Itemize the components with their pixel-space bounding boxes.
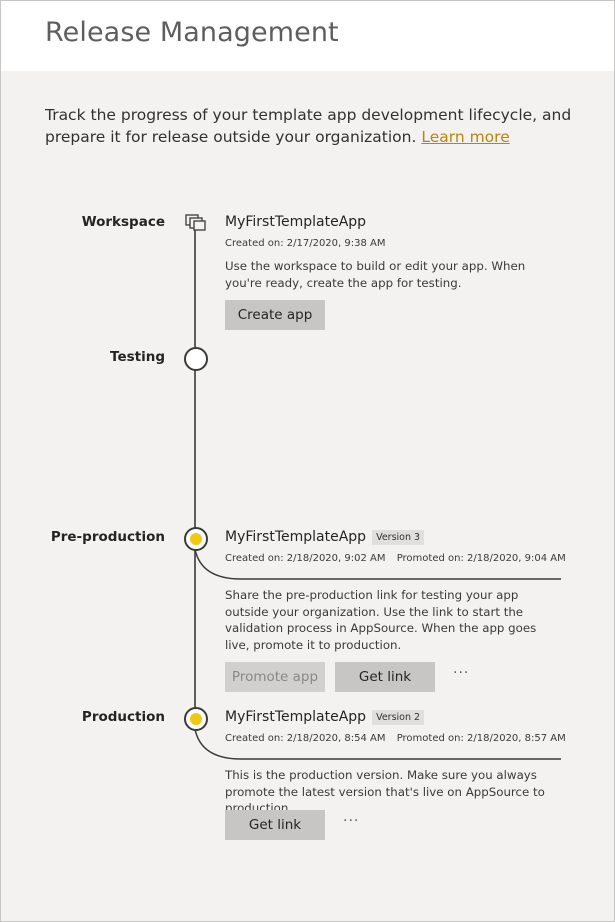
preproduction-promoted: Promoted on: 2/18/2020, 9:04 AM <box>396 553 566 564</box>
workspace-description: Use the workspace to build or edit your … <box>225 259 526 290</box>
timeline-line <box>194 229 196 719</box>
preproduction-created: Created on: 2/18/2020, 9:02 AM <box>225 553 386 564</box>
create-app-button[interactable]: Create app <box>225 300 325 330</box>
production-version-badge: Version 2 <box>372 709 425 725</box>
intro-text: Track the progress of your template app … <box>45 104 585 148</box>
preproduction-app-name: MyFirstTemplateApp Version 3 <box>225 529 425 545</box>
learn-more-link[interactable]: Learn more <box>421 128 510 146</box>
workspace-created-text: Created on: 2/17/2020, 9:38 AM <box>225 238 386 249</box>
header: Release Management <box>1 1 614 71</box>
production-get-link-button[interactable]: Get link <box>225 810 325 840</box>
preproduction-meta: Created on: 2/18/2020, 9:02 AM Promoted … <box>225 553 566 564</box>
preproduction-more-icon[interactable]: ··· <box>453 665 470 681</box>
workspace-app-name: MyFirstTemplateApp <box>225 214 366 230</box>
production-description: This is the production version. Make sur… <box>225 768 545 815</box>
workspace-icon <box>185 214 207 236</box>
workspace-app-name-text: MyFirstTemplateApp <box>225 214 367 230</box>
stage-label-workspace: Workspace <box>81 214 165 230</box>
preproduction-description: Share the pre-production link for testin… <box>225 588 537 652</box>
workspace-created: Created on: 2/17/2020, 9:38 AM <box>225 238 386 249</box>
stage-label-preproduction: Pre-production <box>50 529 165 545</box>
production-app-name-text: MyFirstTemplateApp <box>225 709 367 725</box>
production-app-name: MyFirstTemplateApp Version 2 <box>225 709 425 725</box>
production-created: Created on: 2/18/2020, 8:54 AM <box>225 733 386 744</box>
page-title: Release Management <box>45 17 339 48</box>
production-stage-circle <box>184 707 208 731</box>
intro-description: Track the progress of your template app … <box>45 106 572 146</box>
stage-label-production: Production <box>81 709 165 725</box>
preproduction-app-name-text: MyFirstTemplateApp <box>225 529 367 545</box>
preproduction-get-link-button[interactable]: Get link <box>335 662 435 692</box>
promote-app-button[interactable]: Promote app <box>225 662 325 692</box>
stage-label-testing: Testing <box>110 349 165 365</box>
production-meta: Created on: 2/18/2020, 8:54 AM Promoted … <box>225 733 566 744</box>
preproduction-version-badge: Version 3 <box>372 529 425 545</box>
production-more-icon[interactable]: ··· <box>343 813 360 829</box>
preproduction-stage-circle <box>184 527 208 551</box>
production-promoted: Promoted on: 2/18/2020, 8:57 AM <box>396 733 566 744</box>
testing-stage-circle <box>184 347 208 371</box>
